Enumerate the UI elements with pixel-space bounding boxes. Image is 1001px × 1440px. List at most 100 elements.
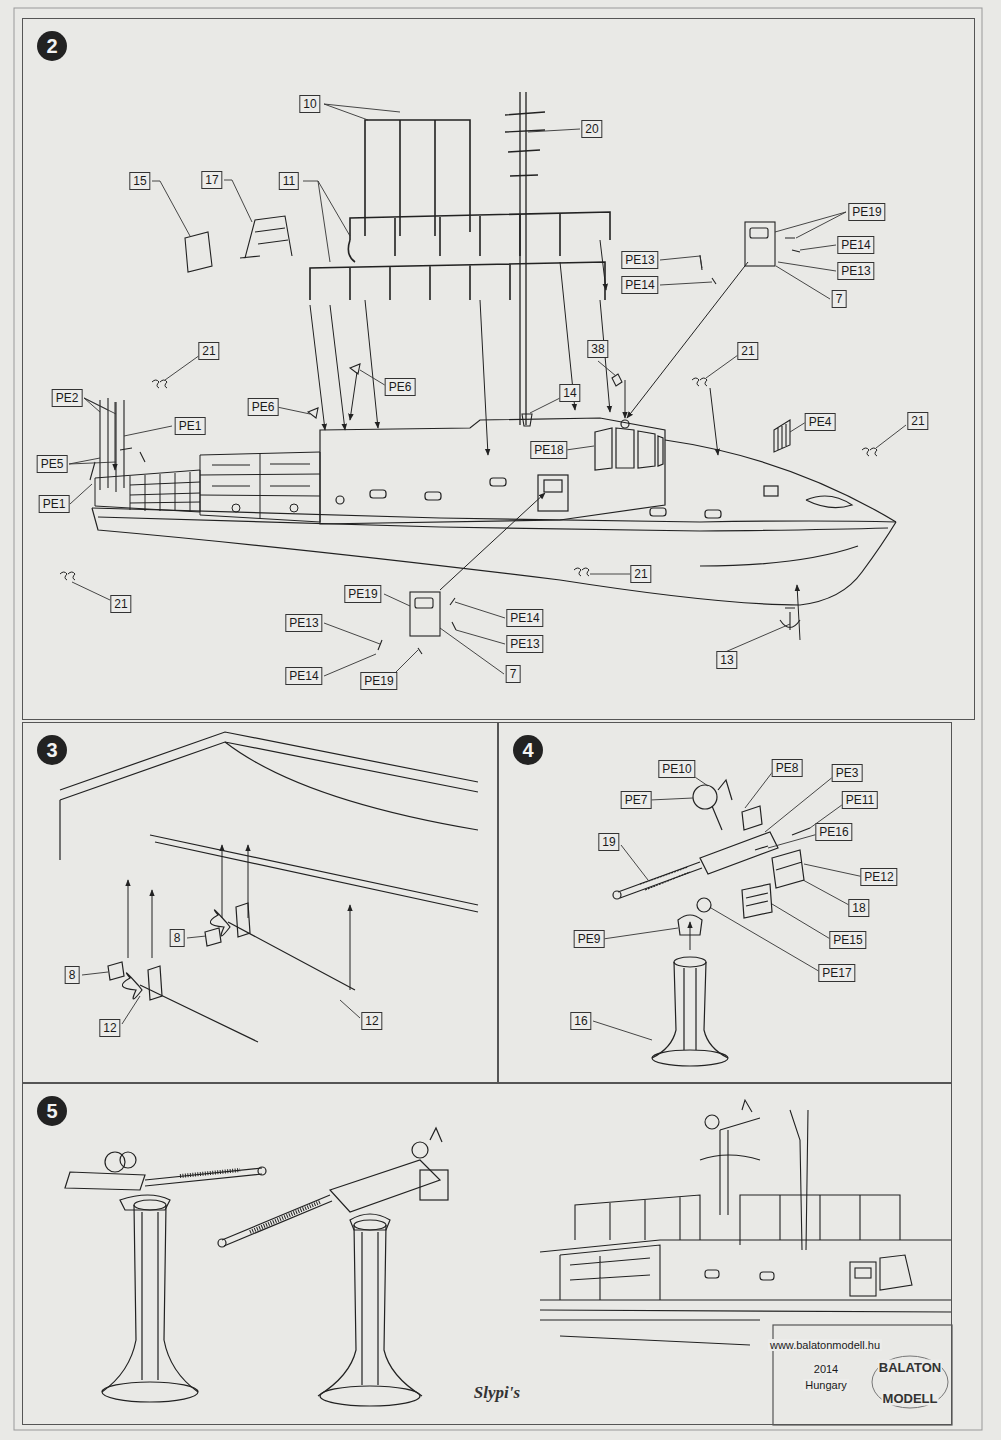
assembled-boat-detail bbox=[740, 1195, 900, 1245]
assembled-gun-right bbox=[362, 1232, 378, 1385]
cabin bbox=[764, 486, 778, 496]
cabin bbox=[705, 510, 721, 518]
leader-lines bbox=[224, 180, 252, 222]
leader-lines bbox=[660, 282, 712, 285]
callout-number: PE18 bbox=[530, 441, 567, 459]
leader-lines bbox=[800, 245, 836, 250]
gun-parts bbox=[742, 806, 762, 830]
assembled-gun-right bbox=[250, 1202, 320, 1232]
part-21-small bbox=[692, 378, 707, 386]
gun-parts bbox=[640, 867, 690, 890]
assembled-boat-detail bbox=[880, 1255, 912, 1290]
leader-lines bbox=[590, 574, 630, 575]
cabin bbox=[650, 508, 666, 516]
callout-number: 16 bbox=[570, 1012, 591, 1030]
logo-text: MODELL bbox=[882, 1391, 939, 1406]
callout-number: PE1 bbox=[175, 417, 206, 435]
gun-parts bbox=[742, 884, 772, 918]
leader-lines bbox=[528, 129, 580, 132]
loose-parts bbox=[522, 414, 532, 426]
leader-lines bbox=[598, 361, 616, 376]
callout-number: PE15 bbox=[829, 931, 866, 949]
hull-underside bbox=[60, 742, 478, 800]
loose-parts bbox=[410, 592, 440, 636]
leader-lines bbox=[603, 928, 678, 939]
loose-parts bbox=[240, 216, 292, 258]
callout-number: PE7 bbox=[621, 791, 652, 809]
boat-hull bbox=[700, 546, 858, 566]
callout-number: PE16 bbox=[815, 823, 852, 841]
assembled-boat-detail bbox=[540, 1300, 952, 1312]
gun-parts bbox=[697, 898, 711, 912]
leader-lines bbox=[70, 484, 92, 504]
gun-parts bbox=[700, 832, 778, 874]
cabin bbox=[336, 496, 344, 504]
assembled-boat-detail bbox=[700, 1100, 760, 1160]
fit-arrows bbox=[350, 905, 351, 990]
callout-number: PE5 bbox=[37, 455, 68, 473]
gun-parts bbox=[613, 780, 810, 935]
leader-lines bbox=[152, 181, 190, 236]
cabin bbox=[425, 492, 441, 500]
fit-arrows bbox=[440, 493, 545, 590]
assembled-gun-left bbox=[145, 1168, 262, 1186]
gun-pedestal bbox=[684, 968, 696, 1050]
step-panel: 3 bbox=[22, 722, 498, 1083]
callout-number: 21 bbox=[907, 412, 928, 430]
stern-deck bbox=[130, 482, 200, 503]
part-21-small bbox=[60, 572, 75, 580]
callout-number: 21 bbox=[630, 565, 651, 583]
logo-text: BALATON bbox=[878, 1360, 942, 1375]
callout-number: 21 bbox=[198, 342, 219, 360]
leader-lines bbox=[711, 908, 822, 973]
assembled-gun-right bbox=[320, 1386, 420, 1406]
hull-underside bbox=[225, 742, 478, 830]
loose-parts bbox=[612, 374, 622, 386]
callout-number: 7 bbox=[506, 665, 521, 683]
leader-lines bbox=[84, 398, 116, 414]
step-panel: 4 bbox=[498, 722, 952, 1083]
callout-number: 13 bbox=[716, 651, 737, 669]
part-21-small bbox=[574, 568, 589, 576]
fit-arrows bbox=[350, 372, 357, 420]
railings bbox=[365, 120, 470, 236]
cabin bbox=[544, 480, 562, 492]
assembled-boat-detail bbox=[705, 1115, 719, 1129]
fit-arrows bbox=[152, 890, 153, 958]
leader-lines bbox=[566, 446, 594, 450]
mast bbox=[505, 112, 545, 176]
footer-text: Hungary bbox=[803, 1379, 849, 1391]
loose-parts bbox=[90, 448, 145, 480]
leader-lines bbox=[324, 104, 400, 120]
callout-number: 38 bbox=[587, 340, 608, 358]
assembled-boat-detail bbox=[705, 1270, 719, 1278]
fit-arrows bbox=[625, 380, 626, 418]
gun-pedestal bbox=[652, 1050, 728, 1066]
gun-pedestal bbox=[674, 957, 706, 967]
cabin bbox=[665, 440, 896, 522]
propellers-rudders bbox=[210, 910, 230, 936]
assembled-gun-right bbox=[318, 1225, 422, 1396]
railings bbox=[348, 240, 355, 262]
callout-number: PE9 bbox=[574, 930, 605, 948]
cabin bbox=[320, 418, 665, 524]
assembled-gun-left bbox=[102, 1205, 198, 1392]
boat-hull bbox=[98, 517, 888, 531]
propellers-rudders bbox=[148, 903, 250, 1000]
callout-number: PE2 bbox=[52, 389, 83, 407]
callout-number: PE14 bbox=[506, 609, 543, 627]
assembled-gun-right bbox=[354, 1220, 386, 1230]
gun-pedestal bbox=[652, 957, 728, 1066]
leader-lines bbox=[69, 458, 116, 464]
leader-lines bbox=[72, 582, 110, 600]
step-panel: 2 bbox=[22, 18, 975, 720]
fit-arrows bbox=[222, 845, 223, 918]
callout-number: PE19 bbox=[360, 672, 397, 690]
part-21-small bbox=[862, 448, 877, 456]
loose-parts bbox=[378, 598, 456, 654]
hull-underside bbox=[59, 800, 60, 860]
leader-lines bbox=[706, 355, 738, 378]
leader-lines bbox=[124, 426, 172, 436]
propellers-rudders bbox=[122, 973, 142, 999]
part-21-small bbox=[60, 378, 877, 580]
